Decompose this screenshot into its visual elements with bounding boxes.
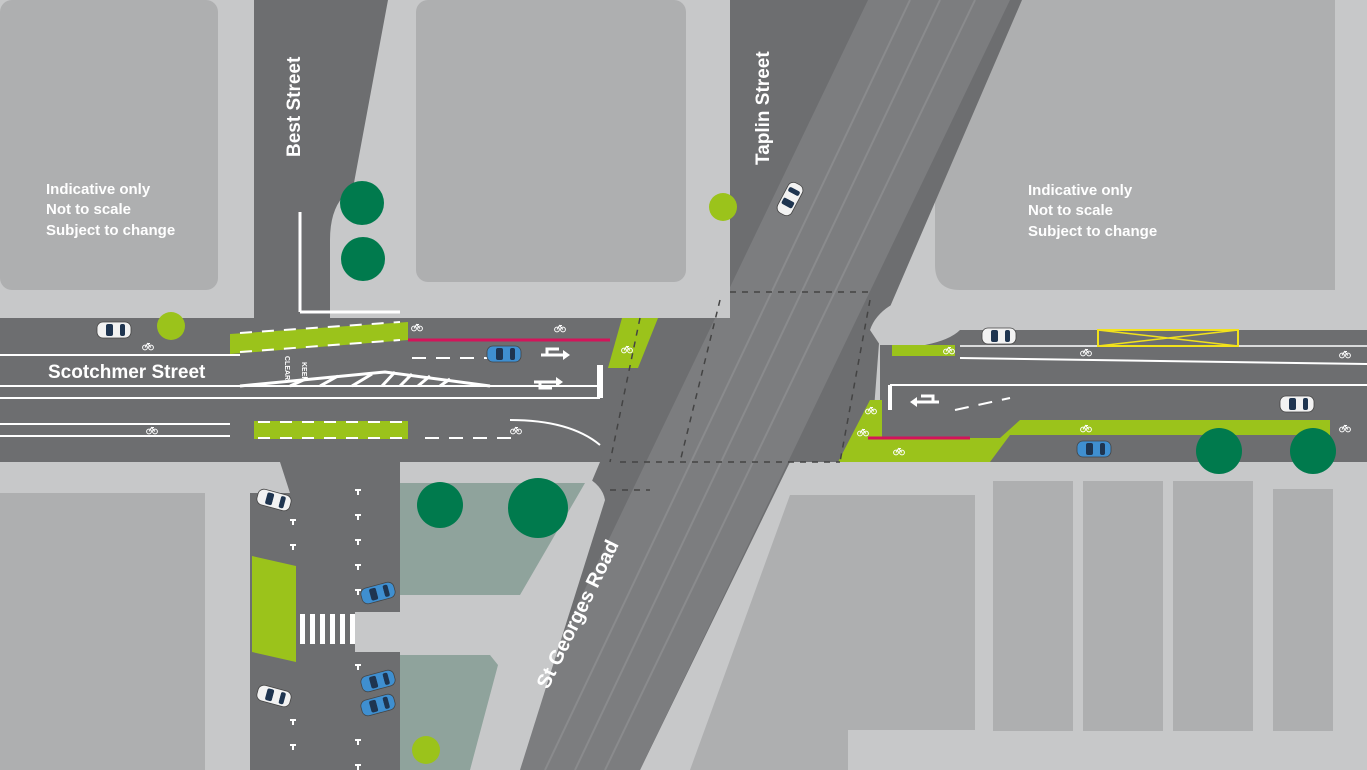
block-sw	[0, 493, 205, 770]
disclaimer-line: Indicative only	[46, 181, 151, 198]
yellow-box-marking	[1097, 329, 1239, 347]
pedestrian-crossing	[300, 614, 355, 644]
bike-lane	[252, 556, 296, 662]
disclaimer-line: Not to scale	[1028, 202, 1113, 219]
footpath-ne	[870, 290, 1367, 345]
block-se-3	[1083, 481, 1163, 731]
yellow-box-marking	[1097, 329, 1239, 347]
tram-track	[544, 0, 911, 770]
tree-icon	[341, 237, 385, 281]
tram-track	[604, 0, 976, 770]
keep-clear-marking: CLEAR	[283, 356, 290, 380]
block-n	[416, 0, 686, 282]
lane-line	[959, 357, 1367, 365]
disclaimer-left: Indicative only Not to scale Subject to …	[46, 181, 175, 239]
block-se-4	[1173, 481, 1253, 731]
traffic-island	[355, 612, 405, 652]
bike-lane	[838, 400, 1330, 462]
bike-lane-edge	[239, 321, 401, 334]
footpath-sw	[205, 462, 290, 770]
block-ne	[935, 0, 1335, 290]
footpath-north	[335, 0, 730, 318]
crossing-guide	[609, 291, 871, 491]
bike-box	[608, 318, 658, 368]
disclaimer-line: Not to scale	[46, 201, 131, 218]
small-tree-icon	[412, 736, 440, 764]
bike-lane	[892, 345, 955, 356]
kerb-line	[509, 419, 601, 446]
block-nw	[0, 0, 218, 290]
small-tree-icon	[709, 193, 737, 221]
disclaimer-line: Indicative only	[1028, 182, 1133, 199]
block-se-5	[1273, 489, 1333, 731]
car-icon	[486, 345, 522, 363]
car-icon	[1076, 440, 1112, 458]
tram-track	[574, 0, 941, 770]
best-street-road	[254, 0, 388, 318]
tree-icon	[508, 478, 568, 538]
keep-clear-marking: KEEP	[300, 362, 307, 381]
street-label-scotchmer: Scotchmer Street	[48, 362, 206, 383]
street-label-best: Best Street	[284, 56, 305, 157]
disclaimer-line: Subject to change	[46, 222, 175, 239]
tree-icon	[1196, 428, 1242, 474]
tree-icon	[340, 181, 384, 225]
small-tree-icon	[157, 312, 185, 340]
disclaimer-line: Subject to change	[1028, 223, 1157, 240]
lane-divider	[954, 397, 1011, 411]
parking-markings	[290, 489, 361, 770]
block-se-2	[993, 481, 1073, 731]
bike-lane-edge	[239, 339, 401, 353]
median-hatching	[239, 370, 491, 388]
car-icon	[96, 321, 132, 339]
tree-icon	[417, 482, 463, 528]
bike-lane	[230, 322, 408, 354]
car-icon	[981, 327, 1017, 345]
car-icon	[1279, 395, 1315, 413]
street-label-taplin: Taplin Street	[753, 51, 774, 165]
tree-icon	[1290, 428, 1336, 474]
disclaimer-right: Indicative only Not to scale Subject to …	[1028, 182, 1157, 240]
block-se	[690, 495, 975, 770]
bike-lane	[254, 421, 408, 439]
